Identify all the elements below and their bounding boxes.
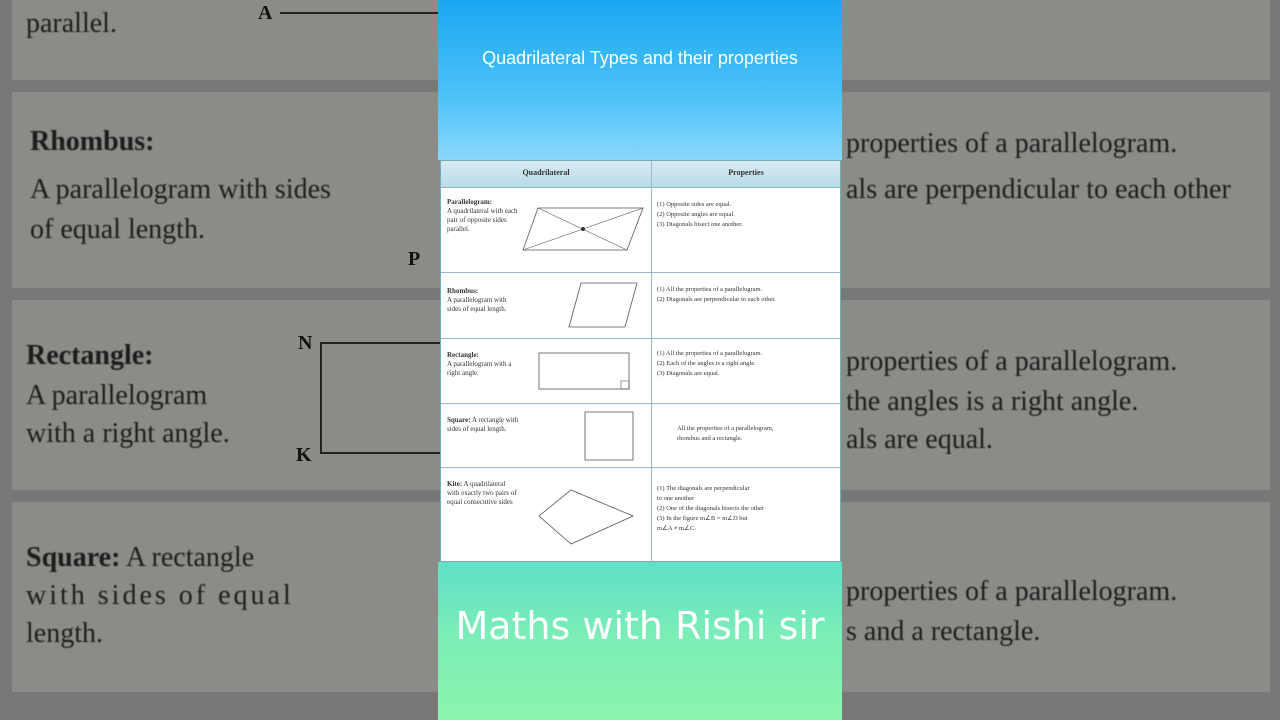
bg-square-line1: Square: A rectangle xyxy=(26,538,254,578)
table-row-rectangle: Rectangle: A parallelogram with a right … xyxy=(441,339,840,404)
prop-item: (1) All the properties of a parallelogra… xyxy=(657,286,763,293)
row-desc: A parallelogram with a right angle. xyxy=(447,360,512,377)
row-props: (1) All the properties of a parallelogra… xyxy=(657,285,839,305)
bg-rhombus-heading: Rhombus: xyxy=(30,126,155,157)
row-title: Parallelogram: xyxy=(447,198,493,206)
header-properties: Properties xyxy=(728,168,764,177)
row-props: (1) All the properties of a parallelogra… xyxy=(657,349,839,379)
prop-item: m∠A ≠ m∠C. xyxy=(657,525,696,532)
row-props: (1) The diagonals are perpendicular to o… xyxy=(657,484,839,534)
kite-figure xyxy=(538,489,635,545)
bg-line-a xyxy=(280,12,440,14)
table-row-kite: Kite: A quadrilateral with exactly two p… xyxy=(441,468,840,562)
bg-rectangle-heading: Rectangle: xyxy=(26,340,154,371)
row-desc: A rectangle with sides of equal length. xyxy=(447,416,519,433)
bg-right-7: s and a rectangle. xyxy=(846,616,1041,647)
bg-right-5: als are equal. xyxy=(846,424,993,455)
row-name: Rectangle: A parallelogram with a right … xyxy=(447,351,519,378)
bg-right-2: als are perpendicular to each other xyxy=(846,174,1231,205)
bg-square-line3: length. xyxy=(26,618,103,649)
brand-caption: Maths with Rishi sir xyxy=(455,604,825,648)
row-props: All the properties of a parallelogram, r… xyxy=(677,424,859,444)
row-desc: A quadrilateral with exactly two pairs o… xyxy=(447,480,517,506)
bg-square-heading: Square: xyxy=(26,542,121,573)
bg-letter-n: N xyxy=(298,332,313,354)
prop-item: (3) In the figure m∠B = m∠D but xyxy=(657,515,748,522)
bg-rhombus-line1: A parallelogram with sides xyxy=(30,174,331,205)
prop-item: rhombus and a rectangle. xyxy=(677,435,743,442)
row-title: Rhombus: xyxy=(447,287,479,295)
row-name: Square: A rectangle with sides of equal … xyxy=(447,416,519,434)
bg-right-1: properties of a parallelogram. xyxy=(846,128,1178,159)
prop-item: (3) Diagonals bisect one another. xyxy=(657,221,743,228)
bg-rectangle-line2: with a right angle. xyxy=(26,418,230,449)
bg-right-4: the angles is a right angle. xyxy=(846,386,1139,417)
parallelogram-figure xyxy=(522,207,644,251)
bg-rectangle-line1: A parallelogram xyxy=(26,380,208,411)
prop-item: (2) Each of the angles is a right angle. xyxy=(657,360,756,367)
prop-item: (2) Diagonals are perpendicular to each … xyxy=(657,296,776,303)
rhombus-figure xyxy=(568,282,638,328)
bg-letter-k: K xyxy=(296,444,312,466)
row-title: Square: xyxy=(447,416,471,424)
video-panel: Quadrilateral Types and their properties… xyxy=(438,0,842,720)
bg-square-text: A rectangle xyxy=(120,542,255,573)
bg-letter-p: P xyxy=(408,248,421,270)
table-row-rhombus: Rhombus: A parallelogram with sides of e… xyxy=(441,273,840,339)
row-name: Rhombus: A parallelogram with sides of e… xyxy=(447,287,519,314)
row-title: Rectangle: xyxy=(447,351,479,359)
prop-item: (2) One of the diagonals bisects the oth… xyxy=(657,505,765,512)
row-name: Kite: A quadrilateral with exactly two p… xyxy=(447,480,519,507)
panel-title: Quadrilateral Types and their properties xyxy=(482,48,798,68)
prop-item: (2) Opposite angles are equal. xyxy=(657,211,735,218)
quadrilateral-table: Quadrilateral Properties Parallelogram: … xyxy=(440,160,841,562)
bg-right-3: properties of a parallelogram. xyxy=(846,346,1178,377)
rectangle-figure xyxy=(538,352,630,390)
prop-item: (1) The diagonals are perpendicular xyxy=(657,485,750,492)
prop-item: (1) All the properties of a parallelogra… xyxy=(657,350,763,357)
bg-square-line2: with sides of equal xyxy=(26,580,294,611)
prop-item: (1) Opposite sides are equal. xyxy=(657,201,732,208)
column-divider xyxy=(651,161,652,561)
prop-item: (3) Diagonals are equal. xyxy=(657,370,720,377)
table-row-square: Square: A rectangle with sides of equal … xyxy=(441,404,840,468)
panel-footer xyxy=(438,562,842,720)
square-figure xyxy=(584,411,634,461)
bg-rectangle-shape xyxy=(320,342,452,454)
bg-rhombus-line2: of equal length. xyxy=(30,214,205,245)
prop-item: All the properties of a parallelogram, xyxy=(677,425,774,432)
table-header: Quadrilateral Properties xyxy=(441,161,840,188)
header-quadrilateral: Quadrilateral xyxy=(522,168,570,177)
row-props: (1) Opposite sides are equal. (2) Opposi… xyxy=(657,200,839,230)
prop-item: to one another xyxy=(657,495,695,502)
row-desc: A parallelogram with sides of equal leng… xyxy=(447,296,507,313)
panel-header: Quadrilateral Types and their properties xyxy=(438,0,842,160)
bg-fragment-parallel: parallel. xyxy=(26,8,117,39)
row-name: Parallelogram: A quadrilateral with each… xyxy=(447,198,519,234)
row-desc: A quadrilateral with each pair of opposi… xyxy=(447,207,518,233)
row-title: Kite: xyxy=(447,480,463,488)
bg-letter-a: A xyxy=(258,2,273,24)
table-row-parallelogram: Parallelogram: A quadrilateral with each… xyxy=(441,188,840,273)
bg-right-6: properties of a parallelogram. xyxy=(846,576,1178,607)
